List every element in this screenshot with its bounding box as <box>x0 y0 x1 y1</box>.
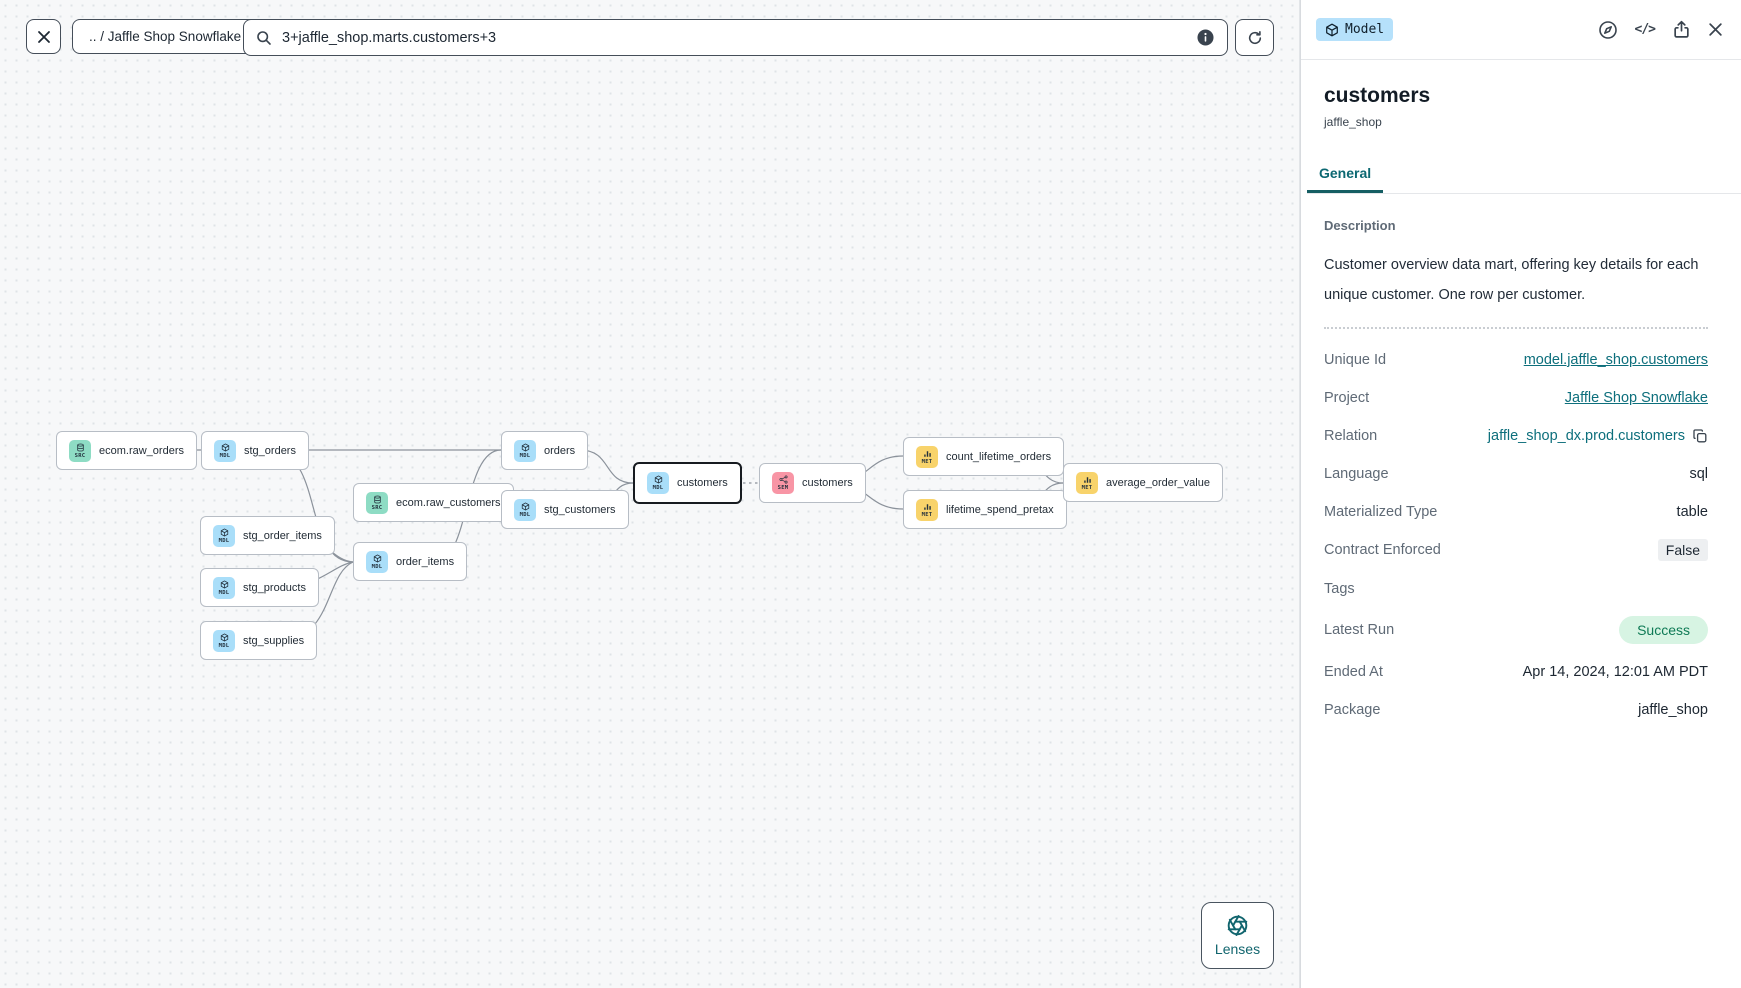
metric-icon: MET <box>1076 471 1098 494</box>
close-icon <box>37 30 50 43</box>
share-button[interactable] <box>1672 20 1691 39</box>
node-ecom-raw-customers[interactable]: SRC ecom.raw_customers <box>353 483 514 522</box>
node-stg-products[interactable]: MDL stg_products <box>200 568 319 607</box>
copy-icon[interactable] <box>1692 428 1708 444</box>
view-code-button[interactable]: </> <box>1634 22 1657 37</box>
compass-icon <box>1598 20 1617 39</box>
node-label: ecom.raw_customers <box>396 496 501 509</box>
model-icon: MDL <box>647 472 669 494</box>
node-label: stg_order_items <box>243 529 322 542</box>
field-row-tags: Tags <box>1324 580 1355 597</box>
node-label: ecom.raw_orders <box>99 444 184 457</box>
node-average-order-value[interactable]: MET average_order_value <box>1063 463 1223 502</box>
project-link[interactable]: Jaffle Shop Snowflake <box>1564 389 1708 406</box>
search-input[interactable] <box>282 29 1186 46</box>
model-icon: MDL <box>214 439 236 462</box>
source-icon: SRC <box>69 439 91 462</box>
field-row-language: Language sql <box>1324 465 1708 482</box>
node-label: stg_orders <box>244 444 296 457</box>
node-label: orders <box>544 444 576 457</box>
lenses-button[interactable]: Lenses <box>1201 902 1274 969</box>
divider <box>1324 327 1708 329</box>
semantic-model-icon: SEM <box>772 472 794 494</box>
model-icon: MDL <box>213 629 235 652</box>
node-stg-order-items[interactable]: MDL stg_order_items <box>200 516 335 555</box>
close-icon <box>1709 23 1722 36</box>
node-label: lifetime_spend_pretax <box>946 503 1054 516</box>
node-ecom-raw-orders[interactable]: SRC ecom.raw_orders <box>56 431 197 470</box>
field-row-unique-id: Unique Id model.jaffle_shop.customers <box>1324 351 1708 368</box>
node-label: count_lifetime_orders <box>946 450 1052 463</box>
model-icon: MDL <box>213 524 235 547</box>
search-icon <box>257 30 271 45</box>
metric-icon: MET <box>916 498 938 521</box>
explore-button[interactable] <box>1598 20 1618 40</box>
close-lineage-button[interactable] <box>26 19 61 54</box>
info-icon[interactable] <box>1196 28 1215 47</box>
field-row-ended-at: Ended At Apr 14, 2024, 12:01 AM PDT <box>1324 663 1708 680</box>
field-row-project: Project Jaffle Shop Snowflake <box>1324 389 1708 406</box>
lenses-label: Lenses <box>1214 941 1261 957</box>
field-row-latest-run: Latest Run Success <box>1324 616 1708 644</box>
node-order-items[interactable]: MDL order_items <box>353 542 468 581</box>
page-title: customers <box>1324 84 1431 107</box>
contract-enforced-chip: False <box>1657 539 1708 561</box>
tab-bar: General <box>1307 155 1741 194</box>
node-customers-selected[interactable]: MDL customers <box>633 462 742 504</box>
node-label: order_items <box>396 555 455 568</box>
model-icon: MDL <box>514 498 536 521</box>
model-cube-icon <box>1326 23 1338 36</box>
relation-value: jaffle_shop_dx.prod.customers <box>1487 427 1685 444</box>
description-text: Customer overview data mart, offering ke… <box>1324 257 1699 303</box>
node-count-lifetime-orders[interactable]: MET count_lifetime_orders <box>903 437 1065 476</box>
share-icon <box>1674 20 1689 38</box>
materialized-type-value: table <box>1676 503 1708 520</box>
node-customers-semantic[interactable]: SEM customers <box>759 463 866 503</box>
description-label: Description <box>1324 218 1396 233</box>
node-stg-supplies[interactable]: MDL stg_supplies <box>200 621 318 660</box>
field-row-package: Package jaffle_shop <box>1324 701 1708 718</box>
node-label: customers <box>677 477 728 489</box>
language-value: sql <box>1689 465 1708 482</box>
details-panel: Model </> customers jaffle_shop General … <box>1300 0 1741 988</box>
field-row-relation: Relation jaffle_shop_dx.prod.customers <box>1324 425 1708 446</box>
node-stg-customers[interactable]: MDL stg_customers <box>501 490 629 529</box>
field-row-contract-enforced: Contract Enforced False <box>1324 539 1708 561</box>
node-label: stg_supplies <box>243 634 305 647</box>
metric-icon: MET <box>916 445 938 468</box>
lineage-search[interactable] <box>243 19 1228 56</box>
package-subtitle: jaffle_shop <box>1324 115 1382 129</box>
model-icon: MDL <box>514 439 536 462</box>
node-label: stg_customers <box>544 503 616 516</box>
lineage-canvas[interactable]: SRC ecom.raw_orders MDL stg_orders MDL s… <box>0 0 1300 988</box>
status-badge: Success <box>1619 616 1708 644</box>
tab-general[interactable]: General <box>1307 155 1384 193</box>
field-row-materialized-type: Materialized Type table <box>1324 503 1708 520</box>
model-icon: MDL <box>213 576 235 599</box>
model-icon: MDL <box>366 550 388 573</box>
refresh-icon <box>1248 30 1261 44</box>
unique-id-link[interactable]: model.jaffle_shop.customers <box>1523 351 1708 368</box>
details-panel-header: Model </> <box>1301 0 1741 60</box>
node-stg-orders[interactable]: MDL stg_orders <box>201 431 309 470</box>
breadcrumb[interactable]: .. / Jaffle Shop Snowflake <box>72 19 259 54</box>
refresh-button[interactable] <box>1235 19 1274 56</box>
resource-type-badge: Model <box>1316 18 1394 41</box>
node-orders[interactable]: MDL orders <box>501 431 589 470</box>
ended-at-value: Apr 14, 2024, 12:01 AM PDT <box>1522 663 1708 680</box>
lenses-aperture-icon <box>1227 915 1248 936</box>
node-label: stg_products <box>243 581 306 594</box>
source-icon: SRC <box>366 491 388 514</box>
node-label: average_order_value <box>1106 476 1210 489</box>
node-label: customers <box>802 477 853 489</box>
package-value: jaffle_shop <box>1638 701 1708 718</box>
code-icon: </> <box>1634 22 1657 37</box>
node-lifetime-spend-pretax[interactable]: MET lifetime_spend_pretax <box>903 490 1067 529</box>
close-panel-button[interactable] <box>1708 22 1723 37</box>
